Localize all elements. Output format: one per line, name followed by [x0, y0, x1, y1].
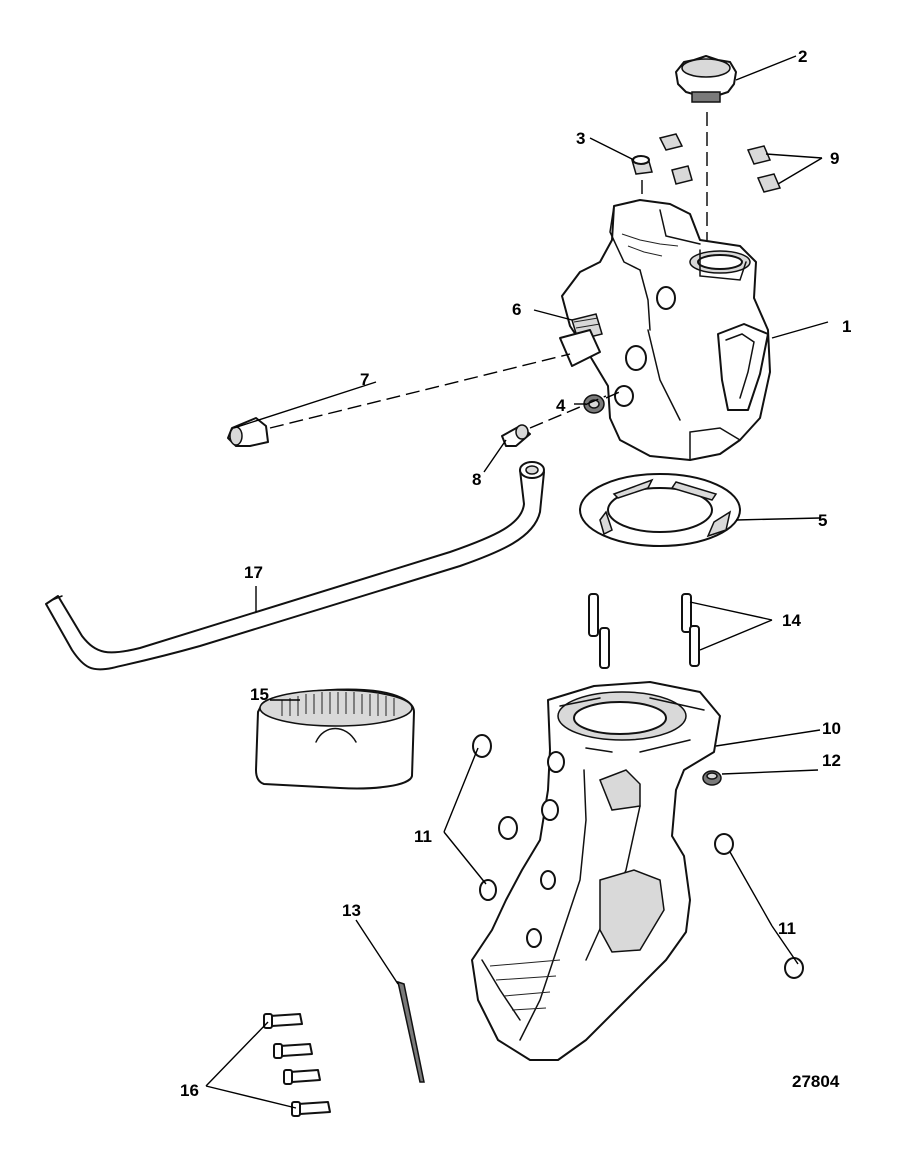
callout-17: 17 [244, 563, 263, 582]
part-4-dash-line [605, 389, 625, 399]
part-5-gasket [579, 473, 741, 547]
callout-5: 5 [818, 511, 827, 530]
callout-9: 9 [830, 149, 839, 168]
callout-15: 15 [250, 685, 269, 704]
part-10-lower-housing [471, 681, 721, 1061]
part-11-bushings [472, 734, 804, 979]
callout-11-right: 11 [778, 919, 796, 938]
part-7-dash-line [269, 353, 571, 429]
part-13-rod [396, 980, 425, 1083]
callout-labels: 1 2 3 4 5 6 7 8 9 10 11 11 12 13 14 15 1… [180, 47, 851, 1100]
callout-12: 12 [822, 751, 841, 770]
part-3-nut [631, 155, 653, 175]
part-8-connector [501, 424, 531, 447]
callout-13: 13 [342, 901, 361, 920]
part-14-pins [588, 593, 700, 669]
part-2-fill-cap [675, 55, 737, 103]
callout-11-left: 11 [414, 827, 432, 846]
callout-10: 10 [822, 719, 841, 738]
part-17-hose [45, 461, 545, 671]
callout-3: 3 [576, 129, 585, 148]
figure-number: 27804 [792, 1072, 840, 1091]
part-12-plug [702, 770, 722, 786]
part-16-screws [263, 1013, 331, 1117]
part-6-fitting [559, 313, 603, 367]
part-15-bearing [255, 688, 415, 790]
callout-14: 14 [782, 611, 801, 630]
callout-16: 16 [180, 1081, 199, 1100]
callout-6: 6 [512, 300, 521, 319]
callout-1: 1 [842, 317, 851, 336]
part-9-nuts [658, 133, 782, 193]
part-8-dash-line [529, 395, 607, 429]
leader-lines [205, 55, 829, 1109]
callout-2: 2 [798, 47, 807, 66]
callout-4: 4 [556, 396, 566, 415]
part-7-elbow [227, 417, 269, 447]
callout-8: 8 [472, 470, 481, 489]
callout-7: 7 [360, 370, 369, 389]
